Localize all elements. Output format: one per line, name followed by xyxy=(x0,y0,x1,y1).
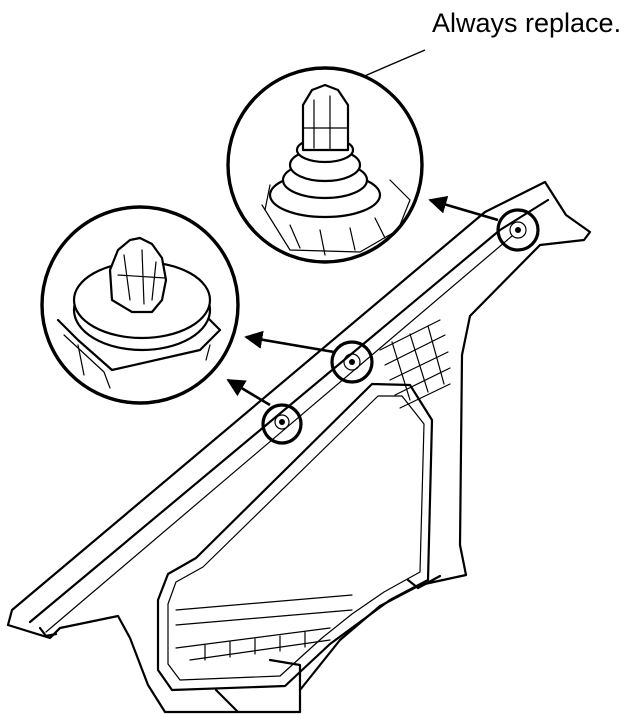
clip-location-3 xyxy=(496,208,540,252)
clip-location-1 xyxy=(261,403,303,445)
vent-grille xyxy=(175,594,353,661)
clip-location-2 xyxy=(330,340,374,384)
pillar-trim-panel xyxy=(6,180,592,714)
magnified-clip-view-2 xyxy=(226,66,424,264)
magnified-clip-view-1 xyxy=(40,205,240,405)
callout-label: Always replace. xyxy=(432,8,621,38)
texture-grid xyxy=(379,319,451,409)
